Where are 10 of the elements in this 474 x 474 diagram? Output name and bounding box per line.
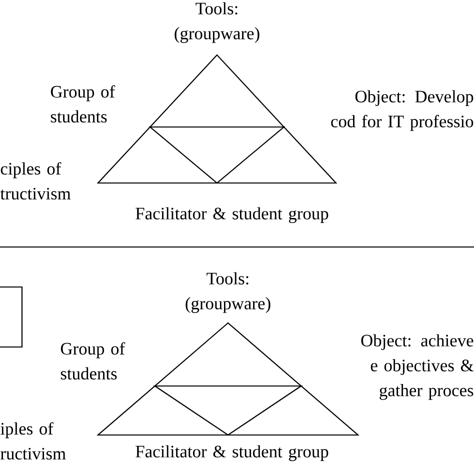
- label-text: Tools: (groupware): [174, 2, 260, 43]
- label-text: Facilitator & student group: [136, 445, 328, 462]
- label-text: ciples of tructivism: [0, 162, 71, 200]
- label-text: iples of ructivism: [0, 422, 66, 460]
- label-text: Object: achieve e objectives & gather proces: [361, 334, 474, 400]
- label-text: Facilitator & student group: [136, 207, 328, 224]
- label-text: Group of students: [60, 342, 126, 380]
- label-text: Tools: (groupware): [186, 272, 270, 313]
- label-text: Object: Develop cod for IT professio: [331, 90, 474, 131]
- label-text: Group of students: [50, 85, 116, 123]
